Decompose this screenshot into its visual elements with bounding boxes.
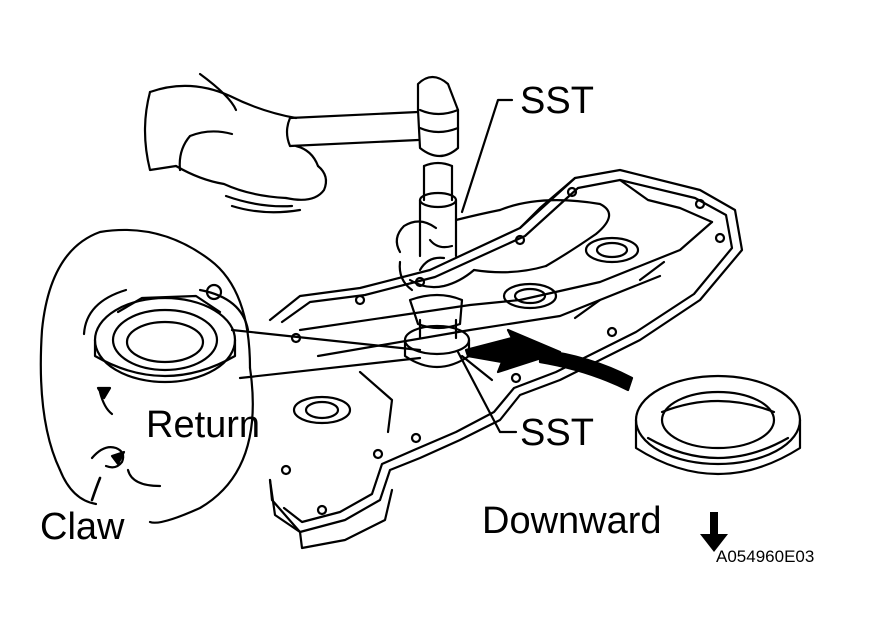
detail-callout [39, 228, 422, 524]
sst-top-leader [460, 98, 514, 214]
hand-sst [395, 199, 611, 292]
downward-label: Downward [482, 500, 662, 542]
hand-hammer [143, 72, 328, 214]
hammer [285, 75, 460, 158]
sst-bottom-leader [456, 350, 518, 434]
head-cover-outline [268, 168, 744, 550]
sst-bottom-label: SST [520, 412, 594, 454]
install-arrow-tail [538, 348, 634, 392]
figure-code-label: A054960E03 [716, 547, 815, 566]
return-label: Return [146, 404, 261, 446]
seal-gasket [634, 374, 802, 476]
install-arrow [464, 328, 562, 374]
claw-label: Claw [40, 506, 125, 548]
sst-top-label: SST [520, 80, 594, 122]
downward-arrow [700, 512, 728, 552]
sst-top-driver [418, 161, 458, 258]
